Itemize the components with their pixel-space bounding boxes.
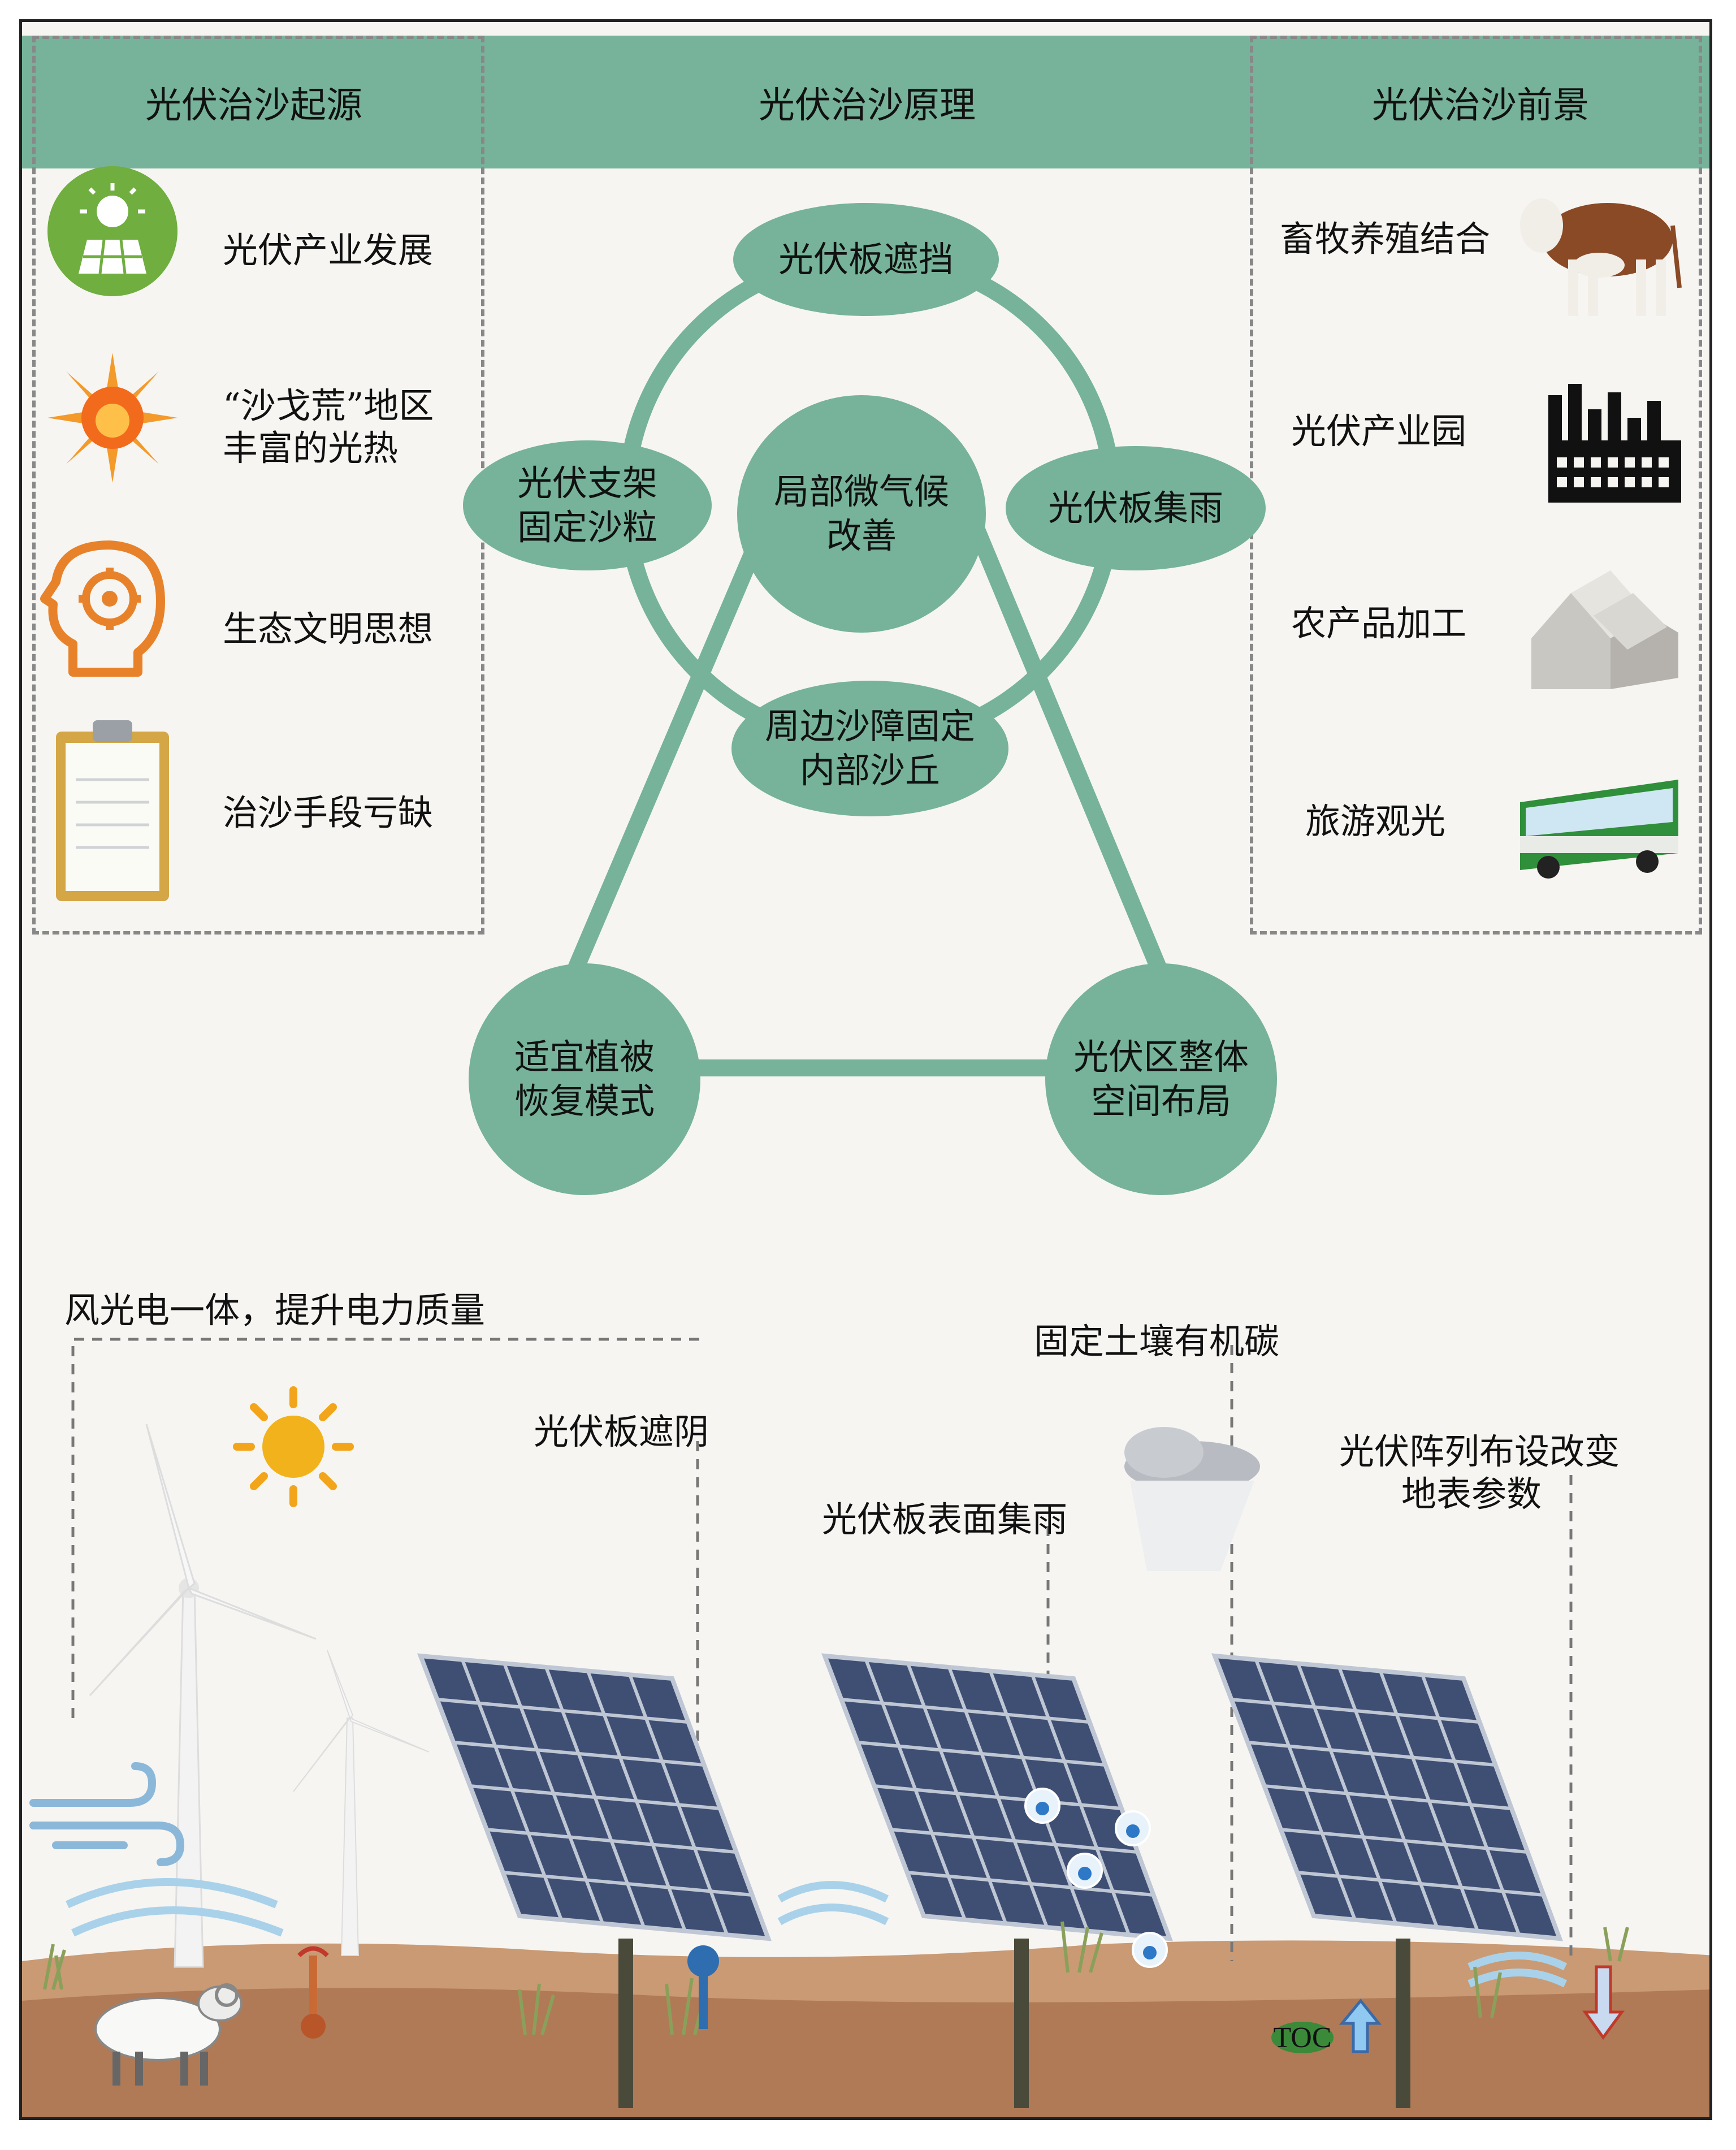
panel-rain-label: 光伏板表面集雨 [822,1499,1068,1540]
header-origin: 光伏治沙起源 [22,36,486,168]
soil-probe-icon [297,1946,329,2039]
solar-panel-3 [1211,1653,1563,2108]
node-microclimate: 局部微气候改善 [737,395,986,633]
node-bracket-fix-sand: 光伏支架固定沙粒 [463,440,712,570]
wind-turbine-large [89,1424,317,1968]
origin-label-eco-thought: 生态文明思想 [223,608,434,650]
wind-icon [29,1762,185,1866]
prospect-label-livestock: 畜牧养殖结合 [1280,218,1491,259]
moisture-sensor-icon [687,1945,719,2029]
node-spatial-layout: 光伏区整体空间布局 [1045,963,1277,1195]
header-prospect: 光伏治沙前景 [1249,36,1709,168]
origin-label-pv-industry: 光伏产业发展 [223,230,434,271]
prospect-label-pv-park: 光伏产业园 [1291,410,1467,452]
down-arrow-icon [1582,1965,1625,2040]
origin-label-heat-line2: 丰富的光热 [223,427,399,469]
solar-panel-sun-icon [47,166,178,296]
header-principle: 光伏治沙原理 [486,36,1249,168]
node-sand-barrier: 周边沙障固定内部沙丘 [731,681,1008,816]
node-vegetation-mode: 适宜植被恢复模式 [469,963,700,1195]
soil-carbon-label: 固定土壤有机碳 [1034,1321,1280,1362]
sheep-icon [94,1983,243,2086]
burning-sun-icon [47,353,178,483]
wind-turbine-small [293,1650,430,1956]
panel-shade-label: 光伏板遮阴 [534,1411,709,1452]
sun-icon [233,1386,354,1507]
array-label-line1: 光伏阵列布设改变 [1339,1431,1620,1472]
array-label-line2: 地表参数 [1401,1473,1542,1515]
bus-icon [1520,780,1678,879]
prospect-label-agri-processing: 农产品加工 [1291,603,1467,644]
origin-label-heat-line1: “沙戈荒”地区 [223,385,434,426]
solar-panel-1 [417,1653,772,2108]
node-rain-collection: 光伏板集雨 [1006,446,1266,570]
wind-solar-label: 风光电一体，提升电力质量 [64,1290,486,1331]
head-gear-icon [40,540,165,677]
prospect-label-tourism: 旅游观光 [1305,801,1446,842]
wind-waves [66,1878,1568,1988]
node-panel-shading: 光伏板遮挡 [733,203,999,316]
origin-label-lacking-methods: 治沙手段亏缺 [223,792,434,833]
figure-frame: 光伏治沙起源 光伏治沙原理 光伏治沙前景 光伏产业发展 “沙戈荒”地区 丰富的光… [19,19,1712,2120]
warehouse-icon [1531,570,1678,689]
scene-illustration: TOC [22,1338,1709,2117]
factory-icon [1548,384,1681,503]
cow-icon [1520,198,1682,316]
solar-panel-2 [821,1653,1173,2108]
toc-label: TOC [1273,2022,1331,2054]
rain-cloud-icon [1124,1427,1260,1571]
clipboard-icon [56,720,169,901]
toc-up-arrow-icon [1339,1998,1382,2053]
